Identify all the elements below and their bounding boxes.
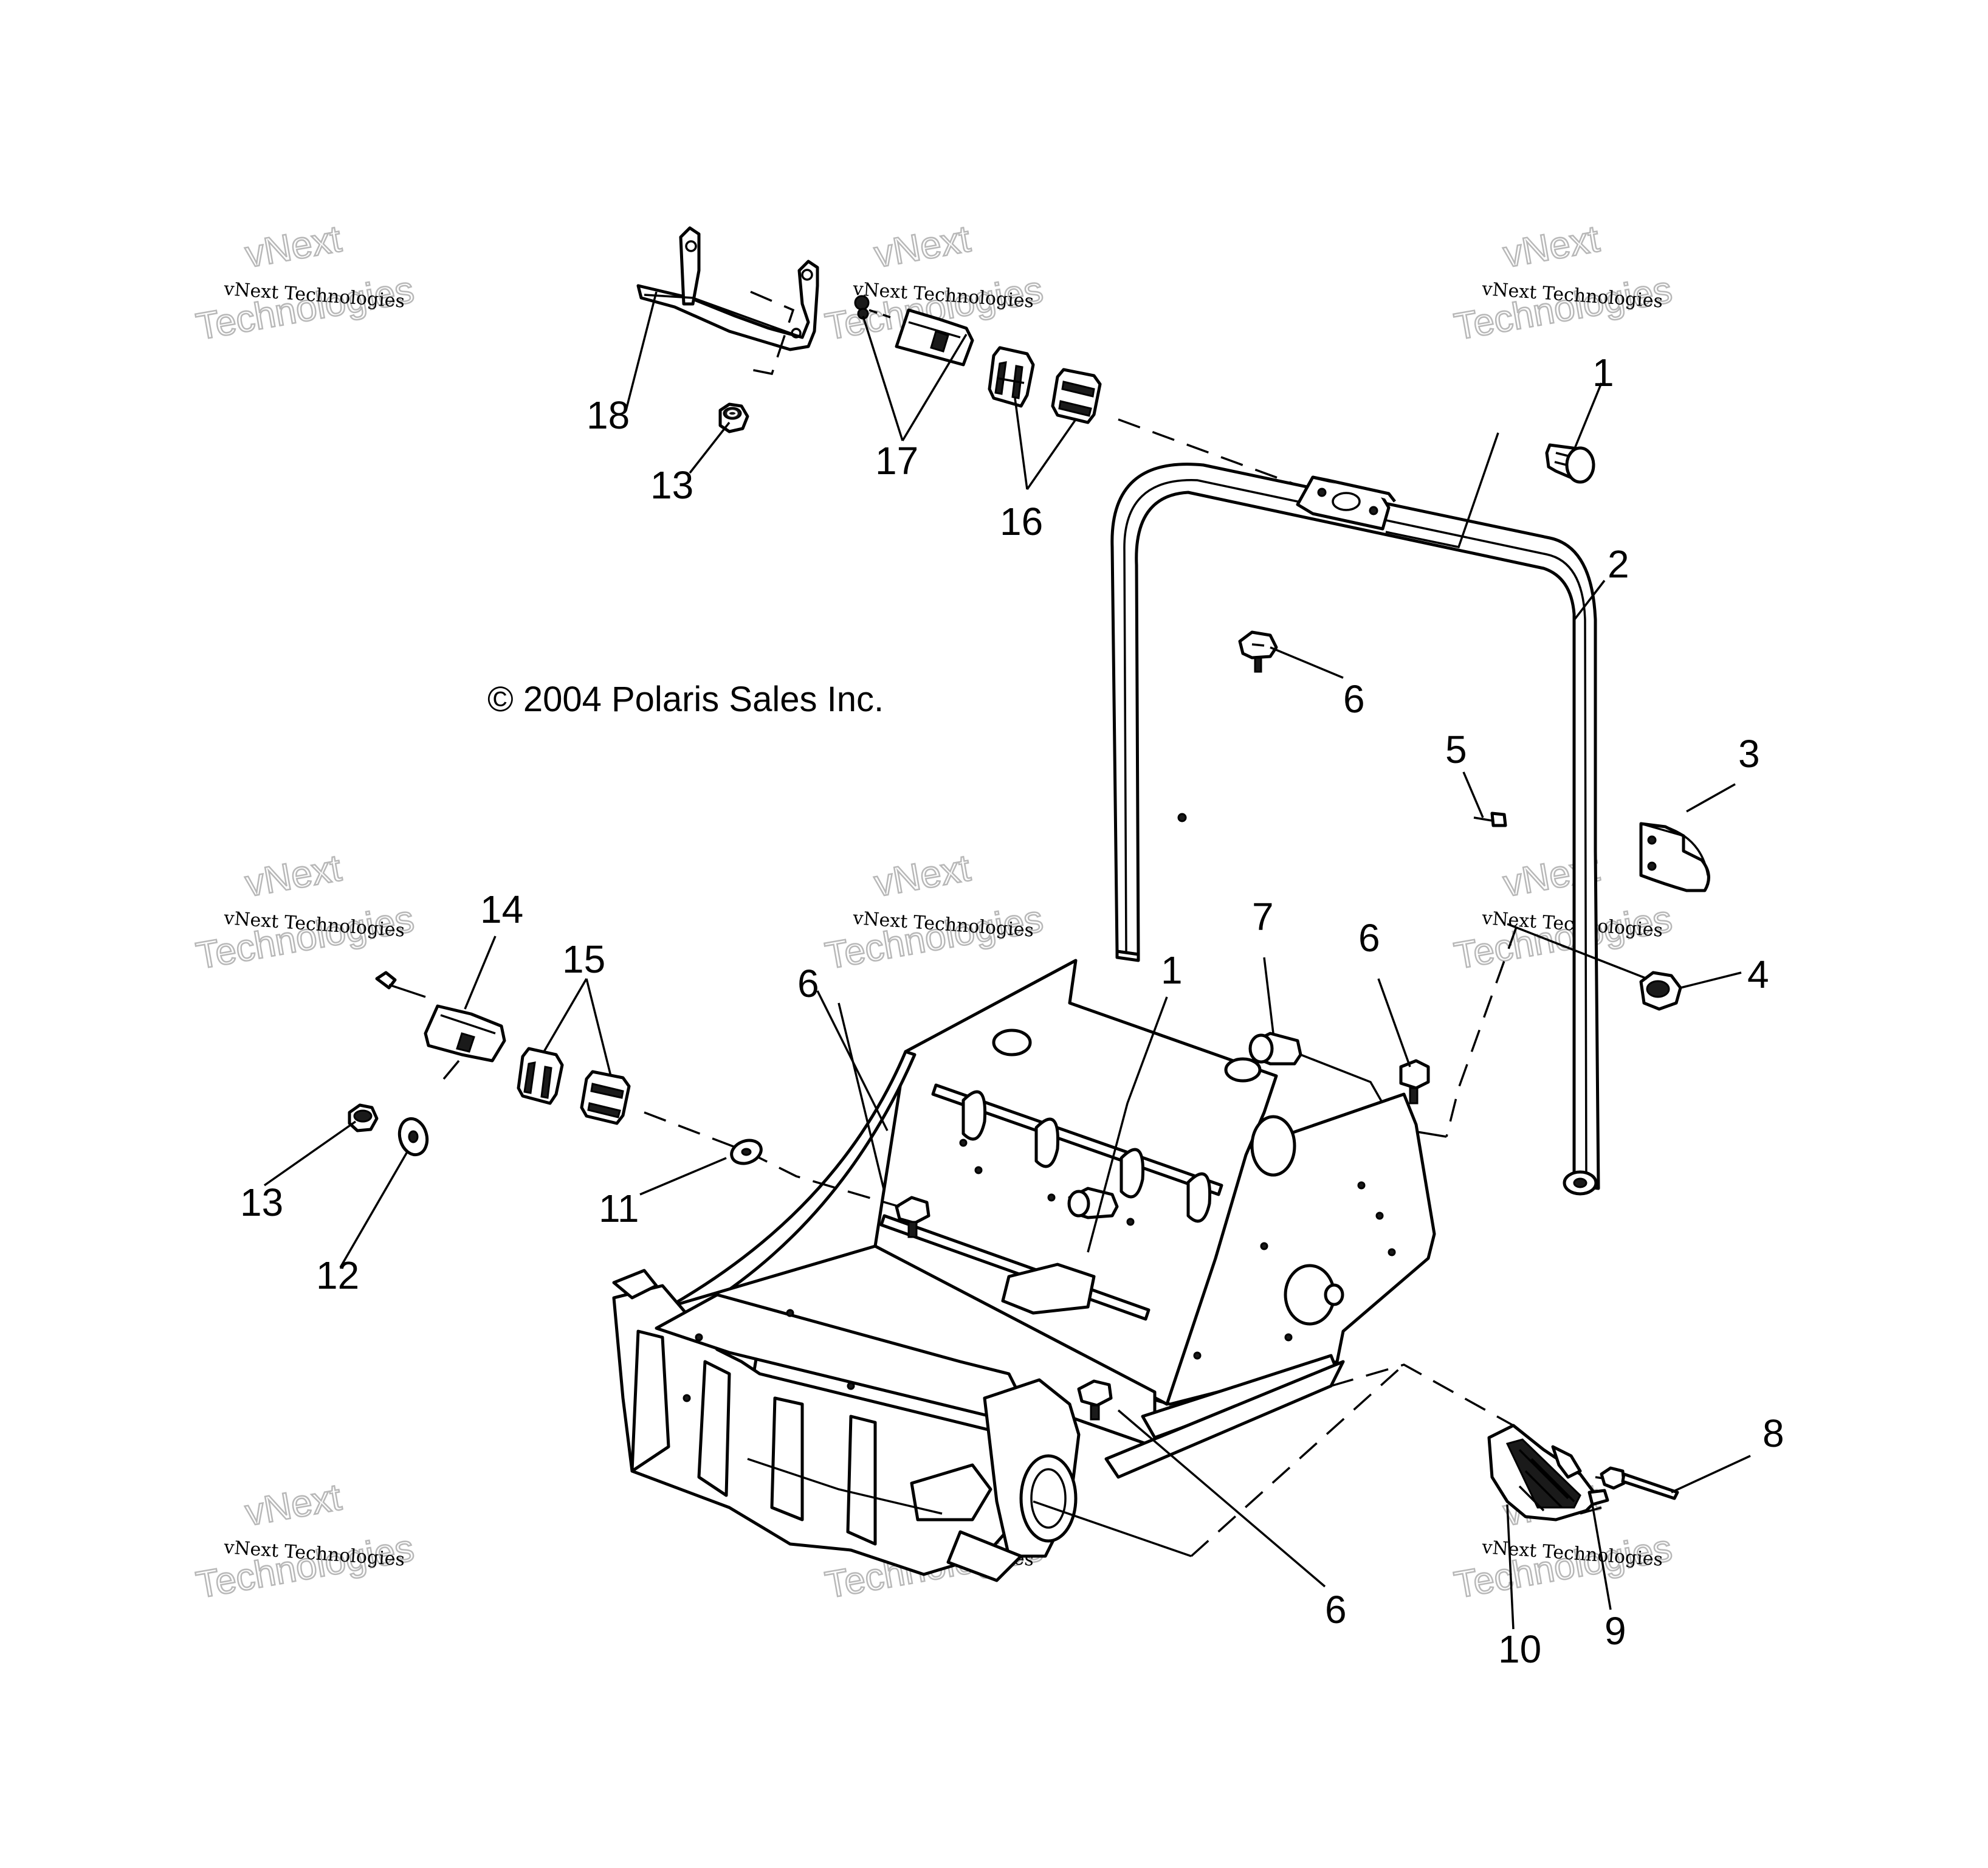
callout-17: 17 — [875, 439, 918, 483]
callout-1: 1 — [1592, 351, 1614, 395]
part-7-bolt — [1248, 1032, 1302, 1066]
watermark: vNext Technologies vNext Technologies — [193, 1475, 418, 1607]
part-17-fitting-top — [854, 295, 974, 367]
copyright-notice: © 2004 Polaris Sales Inc. — [487, 680, 884, 719]
callout-6: 6 — [1343, 677, 1365, 721]
part-16-bushings-top — [988, 346, 1102, 424]
part-13-nut-left — [348, 1103, 379, 1132]
callout-8: 8 — [1763, 1411, 1784, 1455]
part-12-washer — [397, 1117, 429, 1157]
callout-11: 11 — [599, 1187, 639, 1230]
callout-7: 7 — [1252, 895, 1274, 939]
watermark-vnext: vNext — [242, 847, 344, 905]
part-1-bolt-lower — [1067, 1187, 1119, 1219]
callout-15: 15 — [562, 937, 605, 981]
callout-3: 3 — [1738, 732, 1760, 776]
part-6-clip-lower — [1077, 1379, 1113, 1421]
chassis-left-assembly-line — [838, 1002, 886, 1192]
callout-13: 13 — [650, 463, 693, 507]
part-14-block-left — [375, 971, 506, 1080]
watermark: vNext Technologies vNext Technologies — [822, 846, 1047, 978]
part-8-bulb — [1595, 1466, 1679, 1500]
part-4-assembly-line — [1507, 923, 1648, 980]
watermark-vnext: vNext — [242, 1476, 344, 1534]
chassis-rivets — [683, 1139, 1396, 1402]
watermark: vNext Technologies vNext Technologies — [193, 846, 418, 978]
watermark: vNext Technologies vNext Technologies — [193, 217, 418, 349]
part-15-bushings-left — [517, 1047, 631, 1125]
callout-12: 12 — [316, 1253, 359, 1297]
callout-14: 14 — [480, 887, 523, 931]
callout-13: 13 — [240, 1180, 283, 1224]
centerline-right-leg — [1445, 926, 1518, 1137]
callout-1: 1 — [1161, 948, 1183, 992]
callout-6: 6 — [1358, 916, 1380, 960]
chassis-lower-assembly-line — [1033, 1500, 1192, 1557]
leader-lines — [263, 291, 1751, 1630]
part-3-cover — [1639, 822, 1710, 892]
part-18-assembly-line — [741, 291, 795, 376]
callout-9: 9 — [1605, 1609, 1626, 1653]
part-6-clip-top — [1238, 630, 1278, 673]
part-6-clip-middle — [895, 1196, 930, 1238]
watermark: vNext Technologies vNext Technologies — [1451, 217, 1676, 349]
chassis — [612, 959, 1436, 1582]
part-10-light-housing — [1487, 1424, 1600, 1522]
part-5-screw — [1473, 812, 1507, 827]
centerline-left — [644, 1111, 900, 1208]
callout-18: 18 — [586, 393, 630, 437]
watermark-vnext: vNext — [242, 218, 344, 275]
watermark-vnext: vNext — [1500, 218, 1602, 275]
part-9-clip — [1580, 1489, 1609, 1515]
part-11-washer — [730, 1139, 763, 1165]
part-2-handle-bar — [1110, 463, 1600, 1196]
callout-6: 6 — [797, 962, 819, 1005]
callout-5: 5 — [1445, 728, 1467, 771]
part-6-clip-right — [1399, 1059, 1430, 1105]
part-1-bolt-top — [1545, 443, 1595, 484]
callouts: 18 13 17 16 1 2 6 5 3 4 7 6 1 6 14 15 11… — [240, 351, 1784, 1671]
callout-4: 4 — [1747, 953, 1769, 996]
callout-2: 2 — [1608, 542, 1629, 586]
watermark-vnext: vNext — [871, 218, 973, 275]
part-4-nut — [1639, 971, 1682, 1011]
centerline-lower — [1330, 1363, 1514, 1427]
watermark-vnext: vNext — [871, 847, 973, 905]
callout-6: 6 — [1325, 1588, 1347, 1632]
callout-10: 10 — [1498, 1627, 1541, 1671]
callout-16: 16 — [1000, 500, 1043, 543]
part-1-top-assembly-line — [1385, 432, 1499, 549]
part-18-bracket — [636, 226, 819, 351]
centerline-lower-2 — [1190, 1363, 1405, 1557]
centerline-top — [1118, 418, 1301, 488]
